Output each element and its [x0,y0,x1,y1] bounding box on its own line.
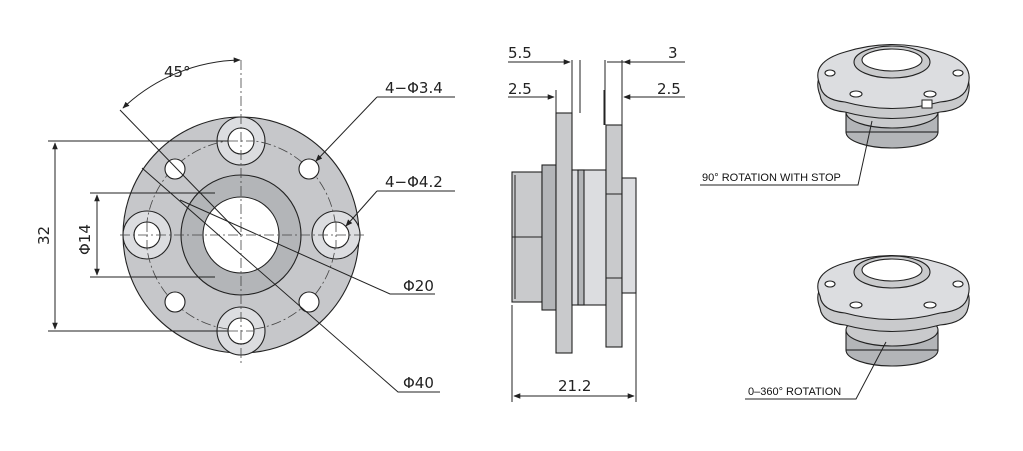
dim-mid-left: 2.5 [508,80,532,98]
small-hole-tr [298,158,320,180]
hub-middle [571,169,607,306]
dim-mid-right: 2.5 [657,80,681,98]
iso-top-caption: 90° ROTATION WITH STOP [702,172,841,184]
outer-label: Φ40 [403,374,434,392]
bore-label: Φ20 [403,277,434,295]
hole-small-label: 4−Φ3.4 [385,79,443,97]
dim-top-right: 3 [668,44,678,62]
small-hole-br [298,291,320,313]
angle-label: 45° [164,63,191,81]
iso-bottom-caption: 0–360° ROTATION [748,386,841,398]
flange-right [605,124,623,348]
nut-collar [541,164,557,311]
hole-large-label: 4−Φ4.2 [385,173,443,191]
small-hole-bl [164,291,186,313]
small-hole-tl [164,158,186,180]
height-label: 32 [35,226,53,245]
side-view: 5.5 3 2.5 2.5 21.2 [508,44,685,402]
dim-bottom: 21.2 [558,377,591,395]
end-cap [621,177,637,294]
iso-view-top: 90° ROTATION WITH STOP [700,43,970,186]
flange-left [555,112,573,354]
inner-dia-label: Φ14 [76,224,94,255]
front-view: 45° 32 Φ14 4−Φ3.4 4−Φ4.2 Φ20 Φ40 [35,57,455,393]
dim-top-left: 5.5 [508,44,532,62]
iso-view-bottom: 0–360° ROTATION [745,254,970,400]
